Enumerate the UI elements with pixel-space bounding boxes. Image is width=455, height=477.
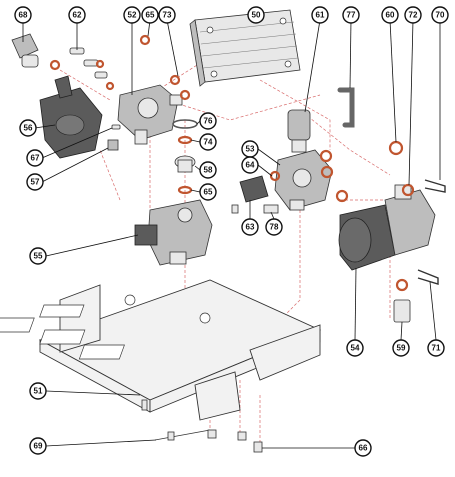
callout-label: 65 bbox=[146, 11, 155, 20]
callout-61: 61 bbox=[311, 6, 329, 24]
callout-label: 62 bbox=[73, 11, 82, 20]
retaining-clip bbox=[263, 204, 279, 214]
callout-53: 53 bbox=[241, 140, 259, 158]
actuator-motor bbox=[39, 75, 103, 159]
callout-label: 78 bbox=[270, 223, 279, 232]
callout-label: 66 bbox=[359, 444, 368, 453]
bottom-fittings bbox=[141, 399, 263, 453]
callout-54: 54 bbox=[346, 339, 364, 357]
callout-label: 58 bbox=[204, 166, 213, 175]
callout-label: 57 bbox=[31, 178, 40, 187]
clip-and-pin bbox=[107, 124, 121, 151]
mounting-frame bbox=[0, 279, 322, 421]
bypass-pipe bbox=[337, 87, 355, 128]
callout-label: 67 bbox=[31, 154, 40, 163]
inlet-connector bbox=[11, 33, 61, 71]
callout-label: 63 bbox=[246, 223, 255, 232]
callout-56: 56 bbox=[19, 119, 37, 137]
callout-label: 70 bbox=[436, 11, 445, 20]
callouts: 68 62 52 65 73 50 61 77 60 72 70 56 67 5… bbox=[14, 6, 449, 457]
seal-stack bbox=[172, 119, 198, 195]
callout-66: 66 bbox=[354, 439, 372, 457]
callout-65-top: 65 bbox=[141, 6, 159, 24]
callout-73: 73 bbox=[158, 6, 176, 24]
callout-69: 69 bbox=[29, 437, 47, 455]
callout-72: 72 bbox=[404, 6, 422, 24]
callout-label: 73 bbox=[163, 11, 172, 20]
callout-label: 50 bbox=[252, 11, 261, 20]
callout-71: 71 bbox=[427, 339, 445, 357]
callout-74: 74 bbox=[199, 133, 217, 151]
callout-62: 62 bbox=[68, 6, 86, 24]
callout-label: 56 bbox=[24, 124, 33, 133]
callout-60: 60 bbox=[381, 6, 399, 24]
callout-label: 51 bbox=[34, 387, 43, 396]
callout-77: 77 bbox=[342, 6, 360, 24]
callout-64: 64 bbox=[241, 156, 259, 174]
callout-label: 77 bbox=[347, 11, 356, 20]
plate-heat-exchanger bbox=[189, 9, 301, 87]
callout-55: 55 bbox=[29, 247, 47, 265]
callout-59: 59 bbox=[392, 339, 410, 357]
callout-68: 68 bbox=[14, 6, 32, 24]
callout-65-mid: 65 bbox=[199, 183, 217, 201]
callout-63: 63 bbox=[241, 218, 259, 236]
callout-label: 68 bbox=[19, 11, 28, 20]
callout-57: 57 bbox=[26, 173, 44, 191]
pump-clip-lower bbox=[417, 269, 439, 285]
callout-label: 76 bbox=[204, 117, 213, 126]
callout-50: 50 bbox=[247, 6, 265, 24]
callout-label: 65 bbox=[204, 188, 213, 197]
callout-label: 72 bbox=[409, 11, 418, 20]
callout-52: 52 bbox=[123, 6, 141, 24]
leader-lines bbox=[22, 18, 441, 449]
callout-label: 64 bbox=[246, 161, 255, 170]
hydraulic-block bbox=[269, 149, 349, 211]
callout-76: 76 bbox=[199, 112, 217, 130]
callout-label: 55 bbox=[34, 252, 43, 261]
valve-body-assembly bbox=[117, 34, 191, 145]
callout-67: 67 bbox=[26, 149, 44, 167]
callout-70: 70 bbox=[431, 6, 449, 24]
pump-clip-upper bbox=[424, 179, 446, 193]
callout-label: 71 bbox=[432, 344, 441, 353]
callout-label: 61 bbox=[316, 11, 325, 20]
callout-51: 51 bbox=[29, 382, 47, 400]
callout-label: 59 bbox=[397, 344, 406, 353]
circulation-pump bbox=[338, 140, 436, 271]
callout-label: 53 bbox=[246, 145, 255, 154]
callout-label: 52 bbox=[128, 11, 137, 20]
callout-58: 58 bbox=[199, 161, 217, 179]
callout-label: 69 bbox=[34, 442, 43, 451]
callout-label: 54 bbox=[351, 344, 360, 353]
sensor-fitting bbox=[287, 109, 311, 153]
callout-label: 60 bbox=[386, 11, 395, 20]
temperature-sensor bbox=[231, 175, 269, 214]
gas-valve bbox=[134, 199, 213, 266]
small-valve-parts bbox=[69, 47, 115, 91]
callout-label: 74 bbox=[204, 138, 213, 147]
callout-78: 78 bbox=[265, 218, 283, 236]
outlet-fitting bbox=[393, 278, 411, 323]
